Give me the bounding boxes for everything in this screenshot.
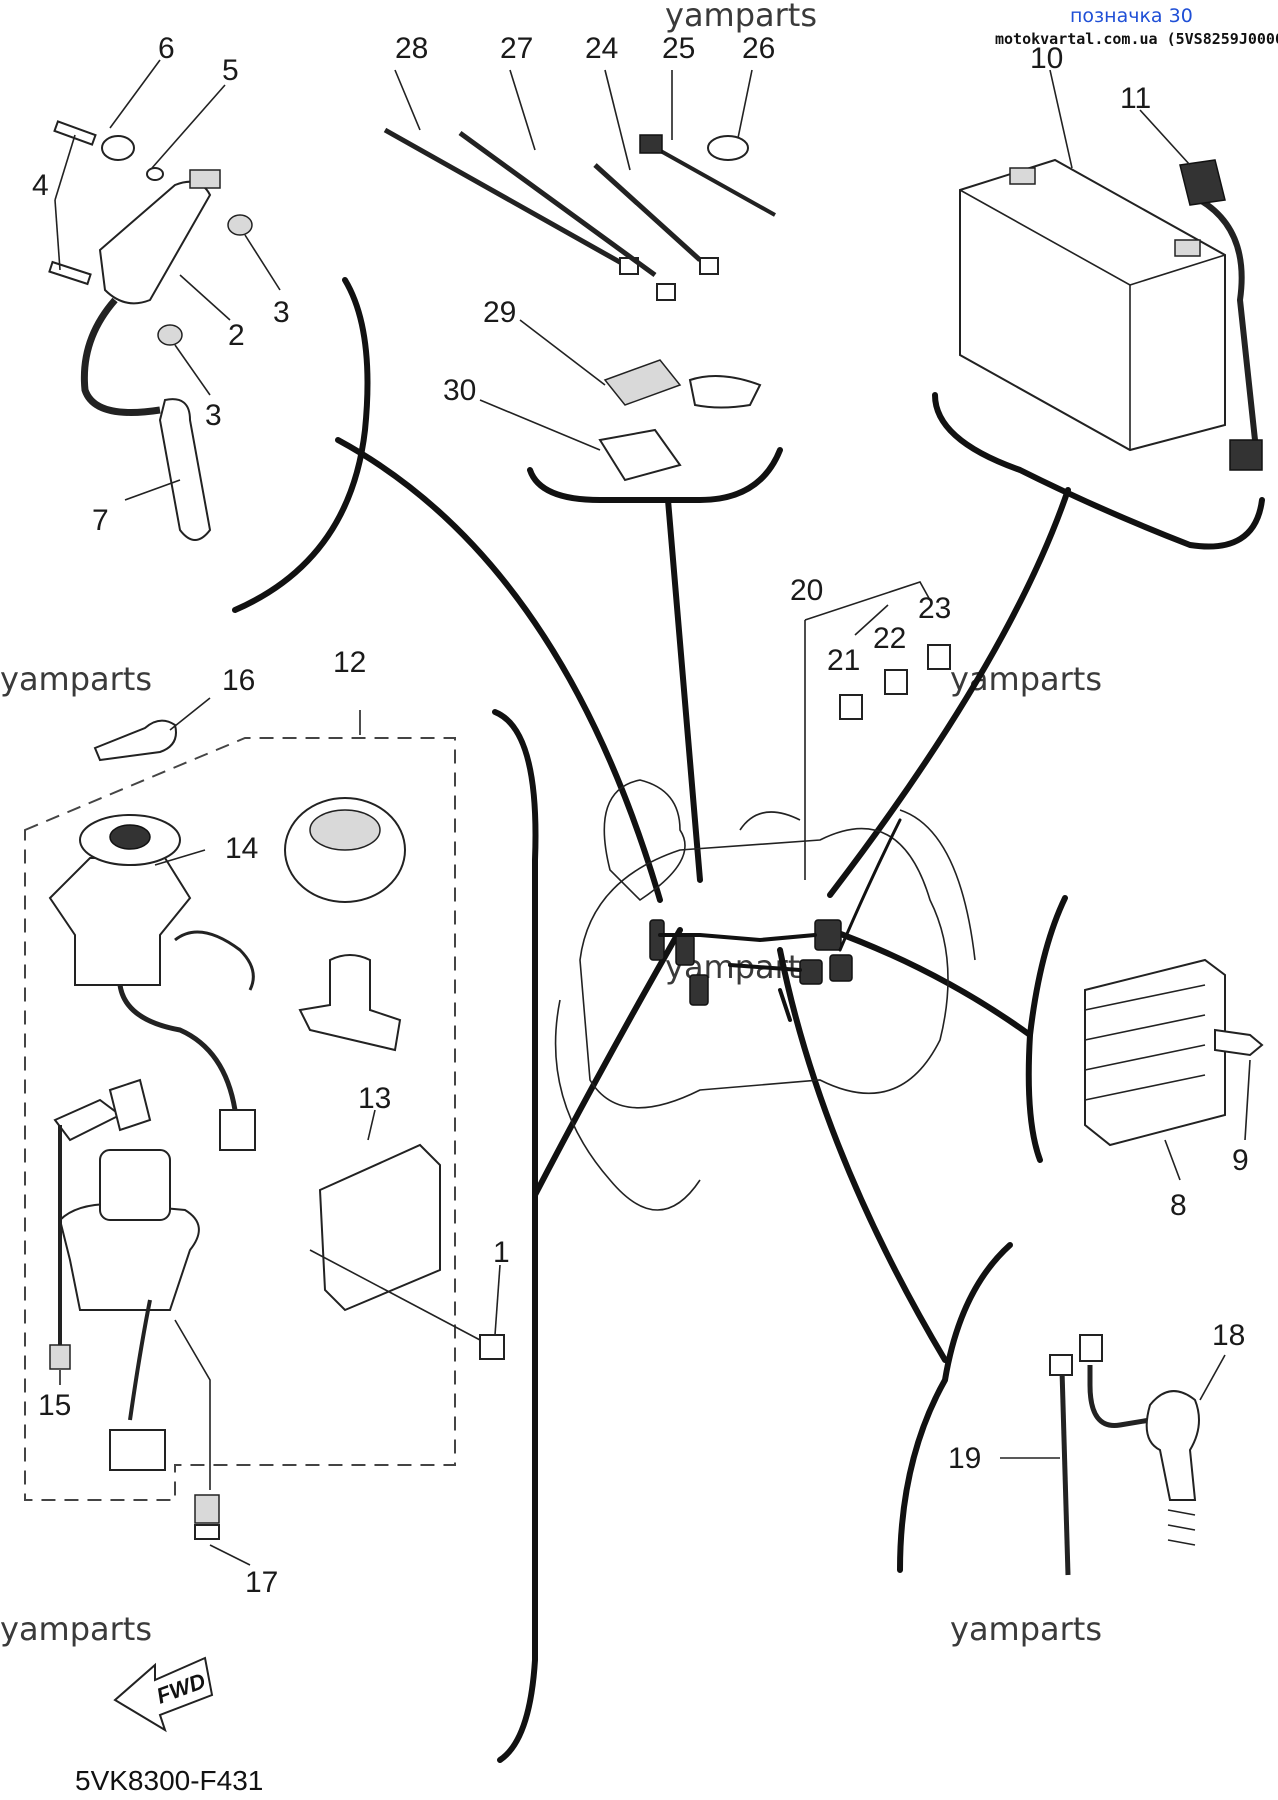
callout-14: 14 xyxy=(225,832,258,865)
callout-27: 27 xyxy=(500,32,533,65)
coil-grommet-upper xyxy=(227,214,253,236)
tie-28 xyxy=(383,127,627,268)
igniter-13 xyxy=(318,1143,441,1312)
neutral-switch-18 xyxy=(1145,1390,1200,1501)
tie-27 xyxy=(458,130,657,278)
callout-19: 19 xyxy=(948,1442,981,1475)
ignition-coil-body xyxy=(98,180,212,305)
coil-bolt-lower xyxy=(48,260,92,286)
tie-19 xyxy=(1059,1369,1071,1576)
clamp-26 xyxy=(707,135,749,161)
callout-3a: 3 xyxy=(273,296,290,329)
fuse-assembly xyxy=(804,581,951,880)
cover-30 xyxy=(598,428,682,482)
lead-cable-ties xyxy=(665,497,703,883)
motorcycle-outline xyxy=(554,779,976,1211)
watermark-left-mid: yamparts xyxy=(0,660,152,698)
callout-16: 16 xyxy=(222,664,255,697)
watermark-top: yamparts xyxy=(665,0,817,34)
seat-lock-cylinder xyxy=(298,954,402,1052)
coil-grommet-lower xyxy=(157,324,183,346)
callout-5: 5 xyxy=(222,54,239,87)
main-switch-dashed-frame xyxy=(24,737,456,1501)
callout-24: 24 xyxy=(585,32,618,65)
callout-6: 6 xyxy=(158,32,175,65)
battery-assembly xyxy=(959,69,1263,471)
watermark-right-bottom: yamparts xyxy=(950,1610,1102,1648)
lead-main-switch xyxy=(532,927,683,1198)
tie-25 xyxy=(649,143,776,217)
tie-24 xyxy=(593,163,702,262)
plug-cord xyxy=(80,297,161,416)
ignition-switch-lower xyxy=(58,1203,200,1311)
battery-cable-11 xyxy=(1198,197,1258,441)
bracket-battery xyxy=(932,392,1265,550)
main-switch-14 xyxy=(48,857,192,986)
diagram-code: 5VK8300-F431 xyxy=(75,1765,263,1796)
callout-26: 26 xyxy=(742,32,775,65)
bracket-neutral-switch xyxy=(897,1242,1013,1573)
lead-rectifier xyxy=(827,927,1033,1038)
bracket-rectifier xyxy=(1025,895,1068,1163)
callout-17: 17 xyxy=(245,1566,278,1599)
fuse-22 xyxy=(884,669,908,695)
callout-2: 2 xyxy=(228,319,245,352)
callout-1: 1 xyxy=(493,1236,510,1269)
coil-washer-6 xyxy=(101,135,135,161)
neutral-switch-assembly xyxy=(1000,1334,1226,1576)
callout-11: 11 xyxy=(1120,82,1151,115)
cable-ties-assembly xyxy=(383,69,776,482)
callout-30: 30 xyxy=(443,374,476,407)
callout-15: 15 xyxy=(38,1389,71,1422)
callout-21: 21 xyxy=(827,644,860,677)
callout-3b: 3 xyxy=(205,399,222,432)
lead-ignition-coil xyxy=(335,437,663,903)
fuse-21 xyxy=(839,694,863,720)
callout-10: 10 xyxy=(1030,42,1063,75)
callout-23: 23 xyxy=(918,592,951,625)
callout-9: 9 xyxy=(1232,1144,1249,1177)
bolt-1 xyxy=(479,1334,505,1360)
bolt-15 xyxy=(49,1344,71,1370)
lead-battery xyxy=(827,487,1071,898)
callout-29: 29 xyxy=(483,296,516,329)
callout-12: 12 xyxy=(333,646,366,679)
callout-7: 7 xyxy=(92,504,109,537)
callout-25: 25 xyxy=(662,32,695,65)
callout-8: 8 xyxy=(1170,1189,1187,1222)
rectifier-bolt-9 xyxy=(1214,1028,1264,1057)
callout-18: 18 xyxy=(1212,1319,1245,1352)
rectifier-assembly xyxy=(1084,958,1264,1181)
callout-20: 20 xyxy=(790,574,823,607)
callout-28: 28 xyxy=(395,32,428,65)
coil-terminal xyxy=(189,169,221,189)
callout-13: 13 xyxy=(358,1082,391,1115)
main-switch-assembly xyxy=(24,697,505,1566)
key-16 xyxy=(93,719,177,762)
bracket-ignition-coil xyxy=(232,277,371,613)
bolt-17 xyxy=(194,1494,220,1524)
rectifier-body xyxy=(1084,958,1226,1147)
lead-neutral-switch xyxy=(777,947,948,1363)
fwd-arrow: FWD xyxy=(113,1656,214,1733)
bracket-cable-ties xyxy=(527,447,783,503)
fuse-23 xyxy=(927,644,951,670)
ignition-coil-assembly xyxy=(48,59,281,541)
coupler-29 xyxy=(603,359,682,406)
battery-body xyxy=(959,158,1226,452)
bracket-main-switch xyxy=(492,709,539,1763)
callout-4: 4 xyxy=(32,169,49,202)
ref-label: позначка 30 xyxy=(1070,5,1193,27)
site-code: motokvartal.com.ua (5VS8259J0000) xyxy=(995,30,1278,48)
coil-washer-5 xyxy=(146,167,164,181)
coil-bolt-upper xyxy=(53,120,97,146)
callout-22: 22 xyxy=(873,622,906,655)
plug-cap xyxy=(158,398,212,541)
watermark-left-bottom: yamparts xyxy=(0,1610,152,1648)
